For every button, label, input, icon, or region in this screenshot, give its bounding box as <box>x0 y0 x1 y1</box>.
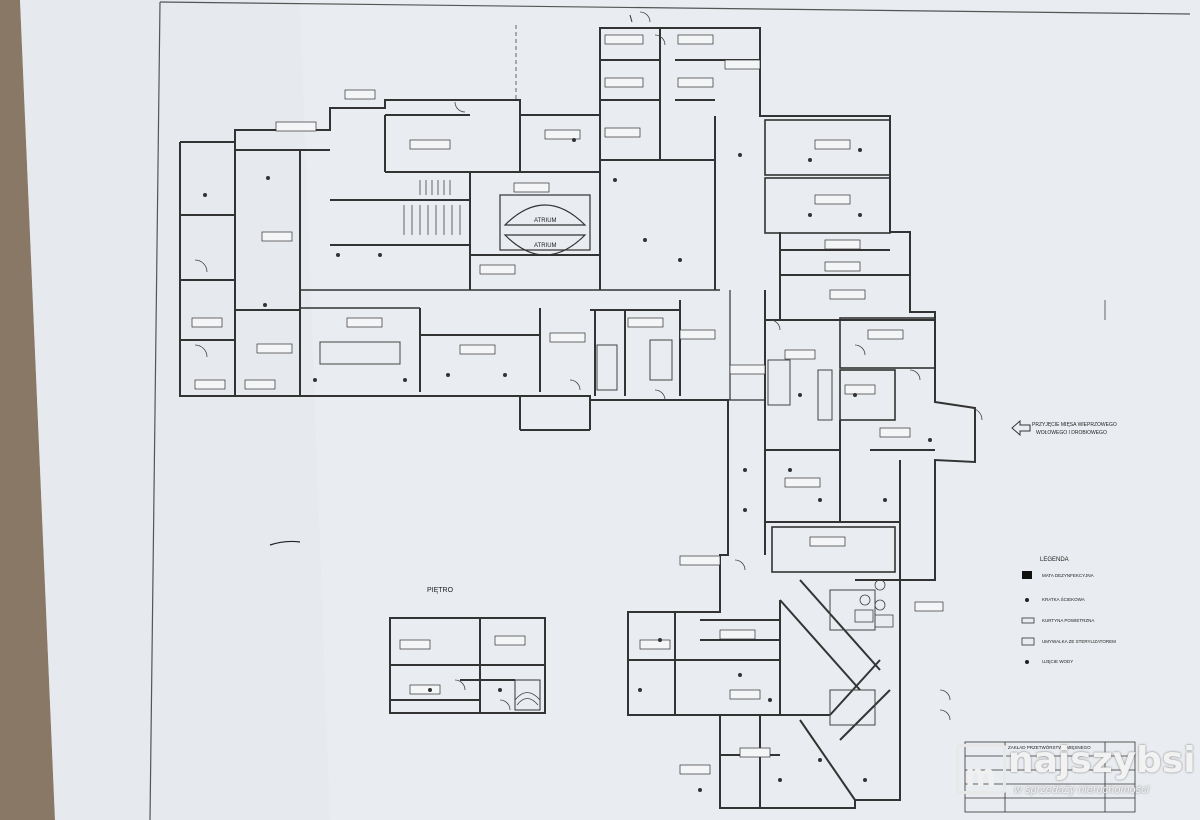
legend-item-mat: MATA DEZYNFEKCYJNA <box>1042 573 1094 578</box>
legend-item-washbasin: UMYWALKA ZE STERYLIZATOREM <box>1042 639 1116 644</box>
watermark-logo-icon: m <box>956 744 1006 794</box>
legend-item-water: UJĘCIE WODY <box>1042 659 1074 664</box>
watermark-name: najszybsi <box>1008 740 1196 781</box>
legend-title: LEGENDA <box>1040 557 1069 563</box>
atrium-label-upper: ATRIUM <box>534 218 557 224</box>
upper-floor-label: PIĘTRO <box>427 587 454 594</box>
watermark: m najszybsi w sprzedaży nieruchomości <box>956 736 1196 806</box>
atrium-label-lower: ATRIUM <box>534 243 557 249</box>
entrance-note-line-2: WOŁOWEGO I DROBIOWEGO <box>1036 430 1107 436</box>
legend-item-drain: KRATKA ŚCIEKOWA <box>1042 597 1085 602</box>
title-block-text: ZAKŁAD PRZETWÓRSTWA MIĘSNEGO <box>1008 745 1091 750</box>
watermark-tagline: w sprzedaży nieruchomości <box>1014 784 1150 796</box>
entrance-note-line-1: PRZYJĘCIE MIĘSA WIEPRZOWEGO <box>1032 422 1117 428</box>
legend-item-air-curtain: KURTYNA POWIETRZNA <box>1042 618 1095 623</box>
